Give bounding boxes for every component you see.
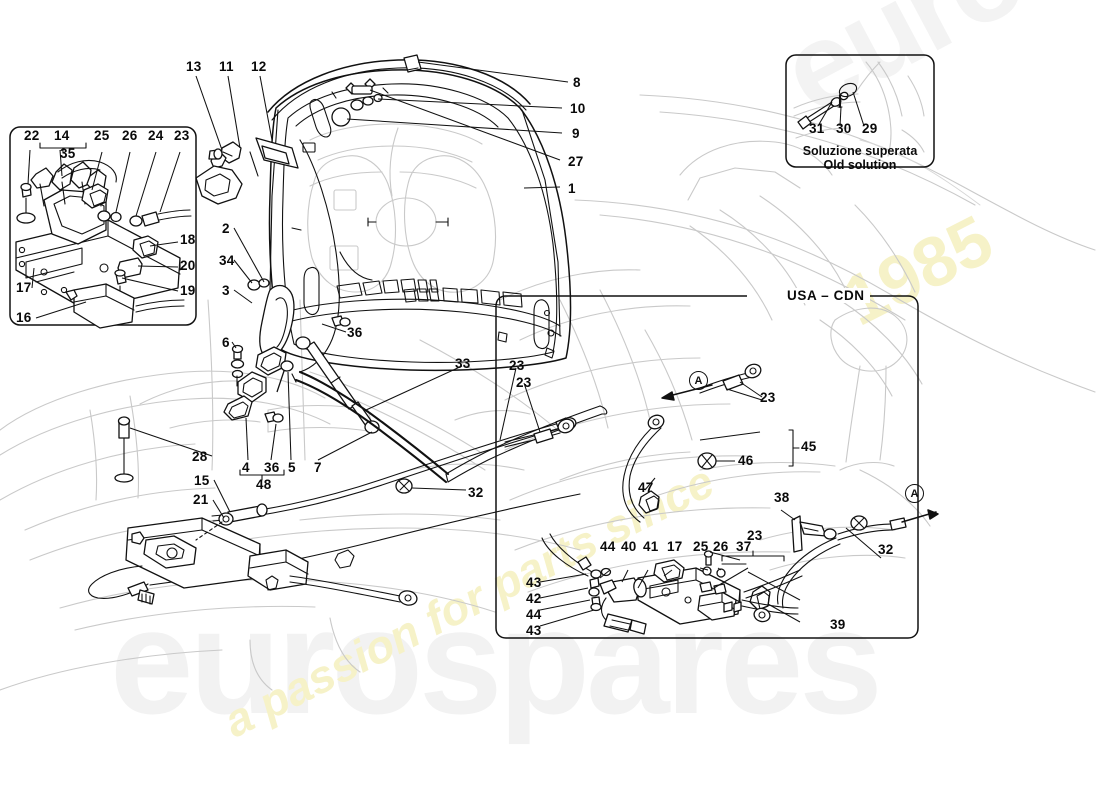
callout-15: 15 [194,473,210,488]
callout-33: 33 [455,356,471,371]
callout-45: 45 [801,439,817,454]
callout-9: 9 [572,126,580,141]
callout-17-inset: 17 [16,280,32,295]
callout-21: 21 [193,492,209,507]
hood-striker-pin [114,416,134,483]
callout-27: 27 [568,154,584,169]
front-latch-assembly [88,503,418,606]
callout-16: 16 [16,310,32,325]
callout-23-main: 23 [509,358,525,373]
callout-26: 26 [122,128,138,143]
hood-vents [336,278,523,308]
old-solution-caption-en: Old solution [823,158,897,172]
callout-34: 34 [219,253,235,268]
callout-40: 40 [621,539,637,554]
latch-detail-art [15,159,192,329]
inset-latch-box [9,126,197,329]
callout-43-upper: 43 [526,575,542,590]
callout-20: 20 [180,258,196,273]
callout-42: 42 [526,591,542,606]
callout-5: 5 [288,460,296,475]
callout-24: 24 [148,128,164,143]
callout-37: 37 [736,539,752,554]
callout-46: 46 [738,453,754,468]
old-solution-art [793,61,925,157]
callout-44-lower: 44 [526,607,542,622]
usa-cdn-label: USA – CDN [782,288,870,303]
inset-latch-leaders [27,142,181,319]
old-solution-caption-it: Soluzione superata [802,144,918,158]
callout-48: 48 [256,477,272,492]
callout-41: 41 [643,539,659,554]
callout-26-usa: 26 [713,539,729,554]
callout-17-usa: 17 [667,539,683,554]
ghost-car-body [0,94,1096,691]
callout-25: 25 [94,128,110,143]
hood-hinge-rear [223,278,380,434]
callout-39: 39 [830,617,846,632]
callout-23-usa-upper: 23 [760,390,776,405]
callout-38: 38 [774,490,790,505]
callout-18: 18 [180,232,196,247]
hood-hinge-front [195,137,299,205]
marker-a-right: A [905,484,924,503]
callout-7: 7 [314,460,322,475]
callout-10: 10 [570,101,586,116]
callout-23-usa-lower: 23 [747,528,763,543]
callout-28: 28 [192,449,208,464]
callout-44-upper: 44 [600,539,616,554]
callout-30: 30 [836,121,852,136]
callout-31: 31 [809,121,825,136]
callout-12: 12 [251,59,267,74]
usa-cdn-art [504,363,939,635]
hood-panel [267,59,572,373]
callout-32-usa: 32 [878,542,894,557]
inset-old-solution-box [785,54,935,168]
callout-14: 14 [54,128,70,143]
callout-11: 11 [219,59,234,74]
usa-leaders [523,381,882,627]
marker-a-left: A [689,371,708,390]
callout-43-lower: 43 [526,623,542,638]
callout-29: 29 [862,121,878,136]
callout-23-usa-left: 23 [516,375,532,390]
callout-6: 6 [222,335,230,350]
callout-19: 19 [180,283,196,298]
callout-23-inset: 23 [174,128,190,143]
callout-25-usa: 25 [693,539,709,554]
callout-47: 47 [638,480,654,495]
callout-8: 8 [573,75,581,90]
usa-cdn-box [495,295,919,639]
callout-13: 13 [186,59,202,74]
callout-32-main: 32 [468,485,484,500]
callout-36-upper: 36 [347,325,363,340]
callout-4: 4 [242,460,250,475]
callout-22: 22 [24,128,40,143]
callout-3: 3 [222,283,230,298]
main-leader-lines [129,61,569,519]
callout-35: 35 [60,146,76,161]
callout-36-lower: 36 [264,460,280,475]
callout-2: 2 [222,221,230,236]
hood-top-fasteners [331,54,422,127]
callout-1: 1 [568,181,576,196]
